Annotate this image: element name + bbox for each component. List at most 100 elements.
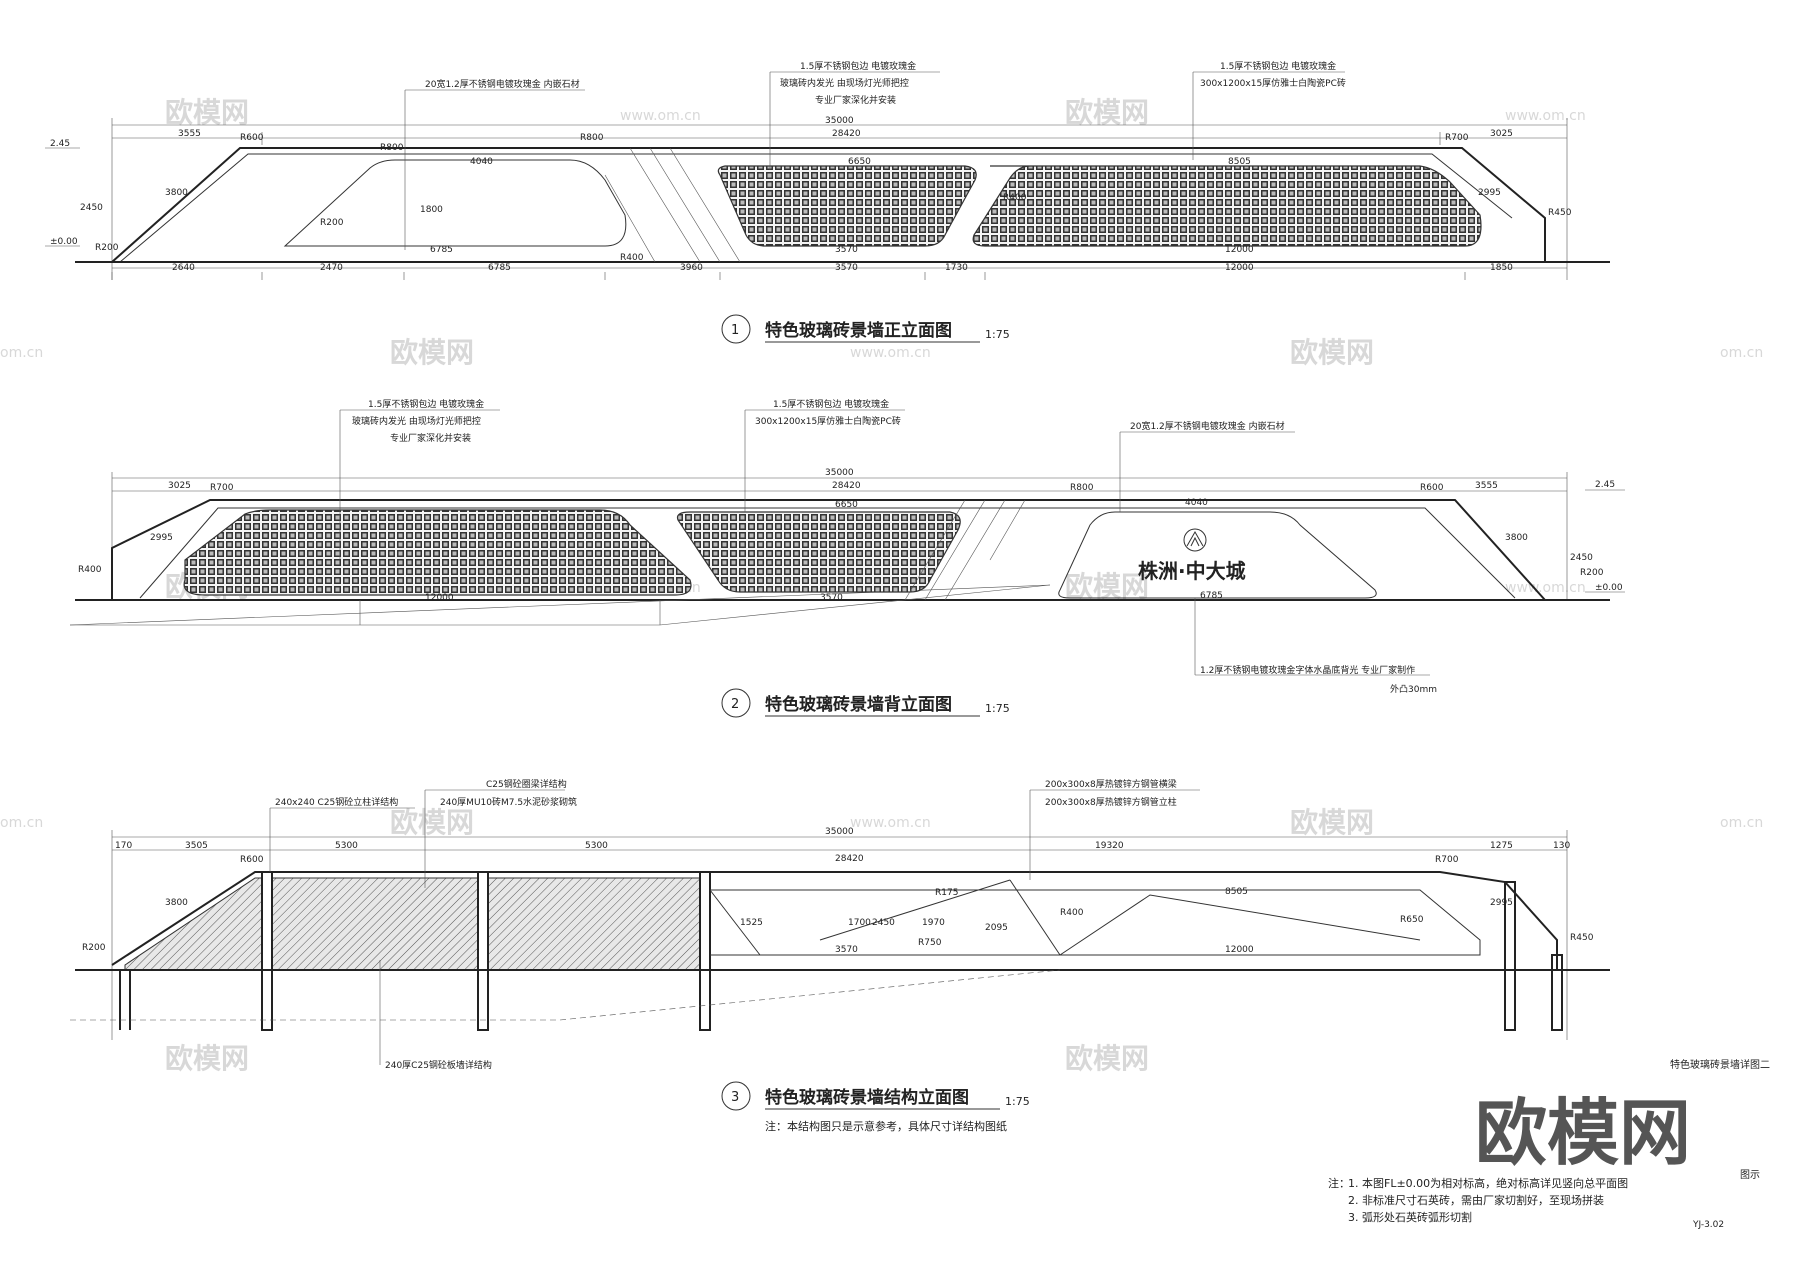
dim: 1525 [740,918,763,928]
radius-label: R450 [1570,933,1594,943]
radius-label: R700 [1445,133,1469,143]
note: 1.5厚不锈钢包边 电镀玫瑰金 [368,398,484,410]
dim: 19320 [1095,841,1124,851]
dim: 2640 [172,263,195,273]
watermark-cn: 欧模网 [165,1042,249,1075]
dim: 3570 [835,245,858,255]
dim: 28420 [832,129,861,139]
note: 玻璃砖内发光 由现场灯光师把控 [780,77,909,89]
dim: 5300 [585,841,608,851]
watermark-cn: 欧模网 [390,336,474,369]
glass-brick-panel [183,509,692,596]
sheet-note: 3. 弧形处石英砖弧形切割 [1348,1210,1472,1224]
dim: 1275 [1490,841,1513,851]
dim: 6650 [835,500,858,510]
note: 玻璃砖内发光 由现场灯光师把控 [352,415,481,427]
note: 300x1200x15厚仿雅士白陶瓷PC砖 [755,415,901,427]
dim: 3025 [168,481,191,491]
drawing-number-circle [721,314,751,344]
dim: 130 [1553,841,1570,851]
radius-label: R200 [1580,568,1604,578]
dim: 3505 [185,841,208,851]
dim: 6785 [430,245,453,255]
note: 外凸30mm [1390,683,1437,695]
dim: 4040 [470,157,493,167]
dim: 6785 [488,263,511,273]
dim: 2995 [1478,188,1501,198]
drawing-number-circle [721,688,751,718]
drawing-scale: 1:75 [985,328,1010,341]
drawing-scale: 1:75 [985,702,1010,715]
elevation-label: 2.45 [50,139,70,149]
dim: 2095 [985,923,1008,933]
dim: 3800 [1505,533,1528,543]
note: 1.2厚不锈钢电镀玫瑰金字体水晶底背光 专业厂家制作 [1200,664,1415,676]
radius-label: R600 [1420,483,1444,493]
watermark-cn: 欧模网 [390,806,474,839]
note: 20宽1.2厚不锈钢电镀玫瑰金 内嵌石材 [425,78,580,90]
dim: 1970 [922,918,945,928]
dim: 170 [115,841,132,851]
dim: 28420 [832,481,861,491]
big-watermark-logo: 欧模网 [1475,1091,1691,1175]
dim: 2450 [80,203,103,213]
note: 240厚MU10砖M7.5水泥砂浆砌筑 [440,796,577,808]
radius-label: R750 [918,938,942,948]
dim-total: 35000 [825,116,854,126]
radius-label: R700 [210,483,234,493]
note: 240x240 C25钢砼立柱详结构 [275,796,398,808]
watermark-en: www.om.cn [850,345,931,361]
watermark-en: om.cn [1720,345,1763,361]
dim: 3555 [178,129,201,139]
drawing-3-structural-elevation: 35000 170 3505 5300 5300 28420 19320 127… [70,778,1610,1133]
drawing-title: 特色玻璃砖景墙结构立面图 [765,1087,969,1108]
dim: 2470 [320,263,343,273]
radius-label: R800 [580,133,604,143]
dim: 8505 [1225,887,1248,897]
dim: 3800 [165,188,188,198]
radius-label: R200 [320,218,344,228]
watermark-cn: 欧模网 [1065,96,1149,129]
drawing-title: 特色玻璃砖景墙背立面图 [765,694,952,715]
dim: 2995 [150,533,173,543]
radius-label: R650 [1400,915,1424,925]
note: 专业厂家深化并安装 [815,94,896,106]
dim-total: 35000 [825,468,854,478]
note: 200x300x8厚热镀锌方钢管立柱 [1045,796,1177,808]
elevation-label: ±0.00 [1595,583,1623,593]
dim: 4040 [1185,498,1208,508]
radius-label: R600 [240,133,264,143]
watermark-en: om.cn [0,345,43,361]
dim: 1850 [1490,263,1513,273]
radius-label: R200 [95,243,119,253]
dim: 8505 [1228,157,1251,167]
note: 200x300x8厚热镀锌方钢管横梁 [1045,778,1177,790]
note: C25钢砼圈梁详结构 [486,778,567,790]
drawing-2-back-elevation: 35000 3025 28420 3555 株洲·中大城 1.5厚不锈钢包边 电… [69,398,1625,718]
drawing-number: 2 [731,697,739,712]
watermark-en: www.om.cn [1505,580,1586,596]
elevation-label: 2.45 [1595,480,1615,490]
dim: 1800 [420,205,443,215]
figure-label: 图示 [1740,1169,1760,1181]
dim-total: 35000 [825,827,854,837]
dim: 12000 [1225,945,1254,955]
sheet-number: YJ-3.02 [1692,1220,1724,1230]
elevation-label: ±0.00 [50,237,78,247]
dim: 6785 [1200,591,1223,601]
dim: 5300 [335,841,358,851]
dim: 3800 [165,898,188,908]
radius-label: R600 [240,855,264,865]
radius-label: R450 [1548,208,1572,218]
note: 1.5厚不锈钢包边 电镀玫瑰金 [773,398,889,410]
watermark-en: www.om.cn [850,815,931,831]
dim: 2995 [1490,898,1513,908]
radius-label: R200 [82,943,106,953]
watermark-cn: 欧模网 [165,96,249,129]
radius-label: R400 [620,253,644,263]
glass-brick-panel [717,165,977,247]
dim: 3570 [835,263,858,273]
signage-text: 株洲·中大城 [1138,559,1246,583]
radius-label: R800 [380,143,404,153]
